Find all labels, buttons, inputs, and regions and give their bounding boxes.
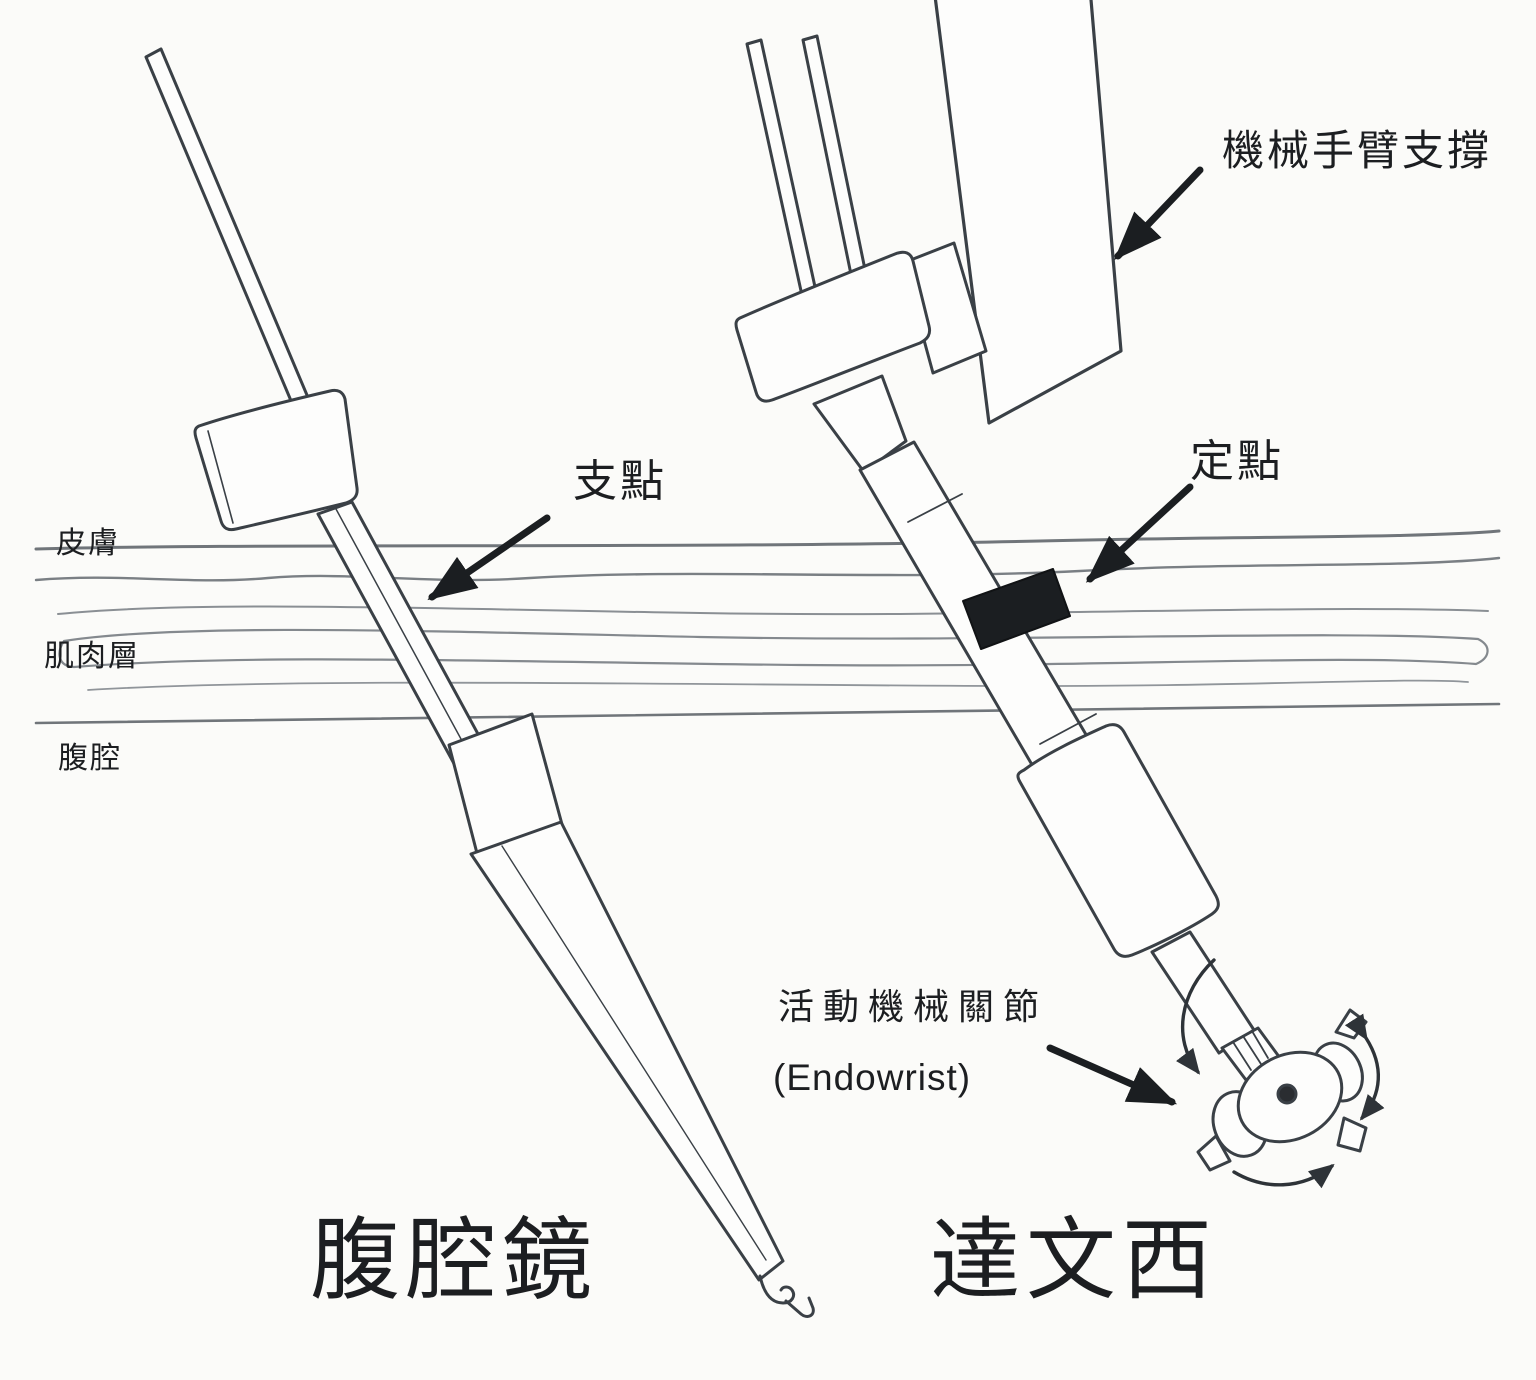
rotation-arrow-bottom bbox=[1232, 1163, 1335, 1189]
arrow-to-endowrist bbox=[1046, 1044, 1178, 1106]
skin-lower-line bbox=[34, 556, 1501, 582]
rotation-arrow-right bbox=[1344, 1013, 1385, 1121]
davinci-handle bbox=[734, 250, 932, 403]
davinci-wide-section bbox=[1016, 723, 1220, 958]
endowrist-label-en: (Endowrist) bbox=[773, 1057, 972, 1098]
endowrist-motion-arrows bbox=[1175, 958, 1385, 1189]
laparoscope-instrument bbox=[144, 47, 815, 1318]
endowrist-claw-right bbox=[1336, 1116, 1368, 1153]
davinci-shaft-segment-line-1 bbox=[907, 493, 963, 523]
robotic-arm-support-slab bbox=[933, 0, 1123, 425]
laparoscope-handle-inner-line bbox=[207, 430, 234, 524]
endowrist-claw-left bbox=[1196, 1134, 1232, 1172]
davinci-title: 達文西 bbox=[930, 1211, 1218, 1311]
arrow-to-fulcrum bbox=[427, 514, 551, 601]
fixed-point-label: 定點 bbox=[1190, 437, 1284, 486]
laparoscope-long-shaft-inner-line bbox=[501, 845, 767, 1261]
muscle-inner-line bbox=[87, 679, 1469, 691]
fulcrum-label: 支點 bbox=[573, 457, 667, 506]
davinci-instrument bbox=[734, 0, 1368, 1172]
skin-surface-line bbox=[34, 529, 1501, 551]
davinci-shaft-taper bbox=[812, 374, 908, 474]
tissue-layers bbox=[34, 529, 1501, 725]
endowrist-center-pin bbox=[1276, 1083, 1298, 1105]
davinci-top-rod-right bbox=[801, 34, 871, 296]
abdominal-cavity-label: 腹腔 bbox=[58, 742, 122, 775]
cavity-boundary-line bbox=[34, 702, 1501, 725]
muscle-top-line bbox=[57, 605, 1489, 616]
laparoscope-top-rod bbox=[144, 47, 314, 417]
fixed-point-band bbox=[962, 568, 1071, 650]
muscle-body-outline bbox=[58, 628, 1489, 669]
laparoscope-title: 腹腔鏡 bbox=[310, 1211, 598, 1311]
laparoscope-tip-grasper bbox=[758, 1274, 815, 1318]
davinci-distal-rod bbox=[1150, 930, 1256, 1055]
davinci-shaft-segment-line-2 bbox=[1039, 713, 1097, 745]
skin-label: 皮膚 bbox=[56, 527, 120, 560]
arrow-to-arm-support bbox=[1114, 166, 1204, 261]
rotation-arrow-left bbox=[1175, 958, 1216, 1075]
muscle-layer-label: 肌肉層 bbox=[44, 640, 140, 673]
endowrist-label-zh: 活動機械關節 bbox=[778, 987, 1049, 1027]
davinci-top-rod-left bbox=[745, 38, 819, 302]
annotation-arrows bbox=[427, 166, 1204, 1106]
arrow-to-fixed-point bbox=[1085, 483, 1194, 583]
robotic-arm-support-label: 機械手臂支撐 bbox=[1222, 127, 1493, 174]
endowrist-claw-top-right bbox=[1334, 1008, 1368, 1040]
endowrist-collar-stripes bbox=[1232, 1030, 1269, 1071]
